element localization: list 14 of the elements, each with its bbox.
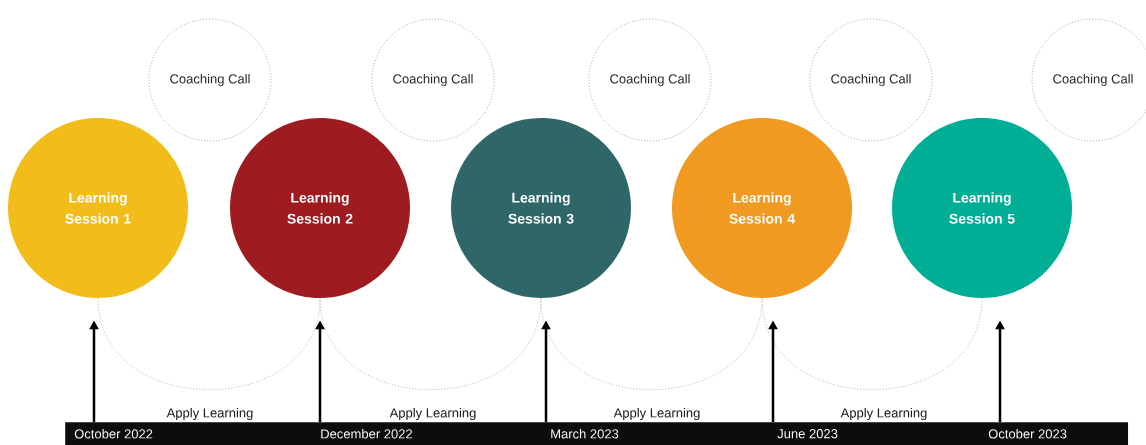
timeline-bar <box>65 422 1129 445</box>
edge-label: Apply Learning <box>165 406 255 422</box>
dashed-arc <box>97 297 321 391</box>
dashed-arc <box>319 297 542 391</box>
date-label: October 2022 <box>74 428 153 439</box>
date-label: December 2022 <box>321 428 412 439</box>
date-label: March 2023 <box>551 428 619 439</box>
edge-label: Apply Learning <box>388 406 478 422</box>
dashed-arc <box>540 297 763 391</box>
dashed-arc <box>761 297 983 391</box>
edge-label: Apply Learning <box>839 406 929 422</box>
date-label: June 2023 <box>777 429 838 439</box>
edge-label: Apply Learning <box>612 406 702 422</box>
date-label: October 2023 <box>988 428 1067 439</box>
